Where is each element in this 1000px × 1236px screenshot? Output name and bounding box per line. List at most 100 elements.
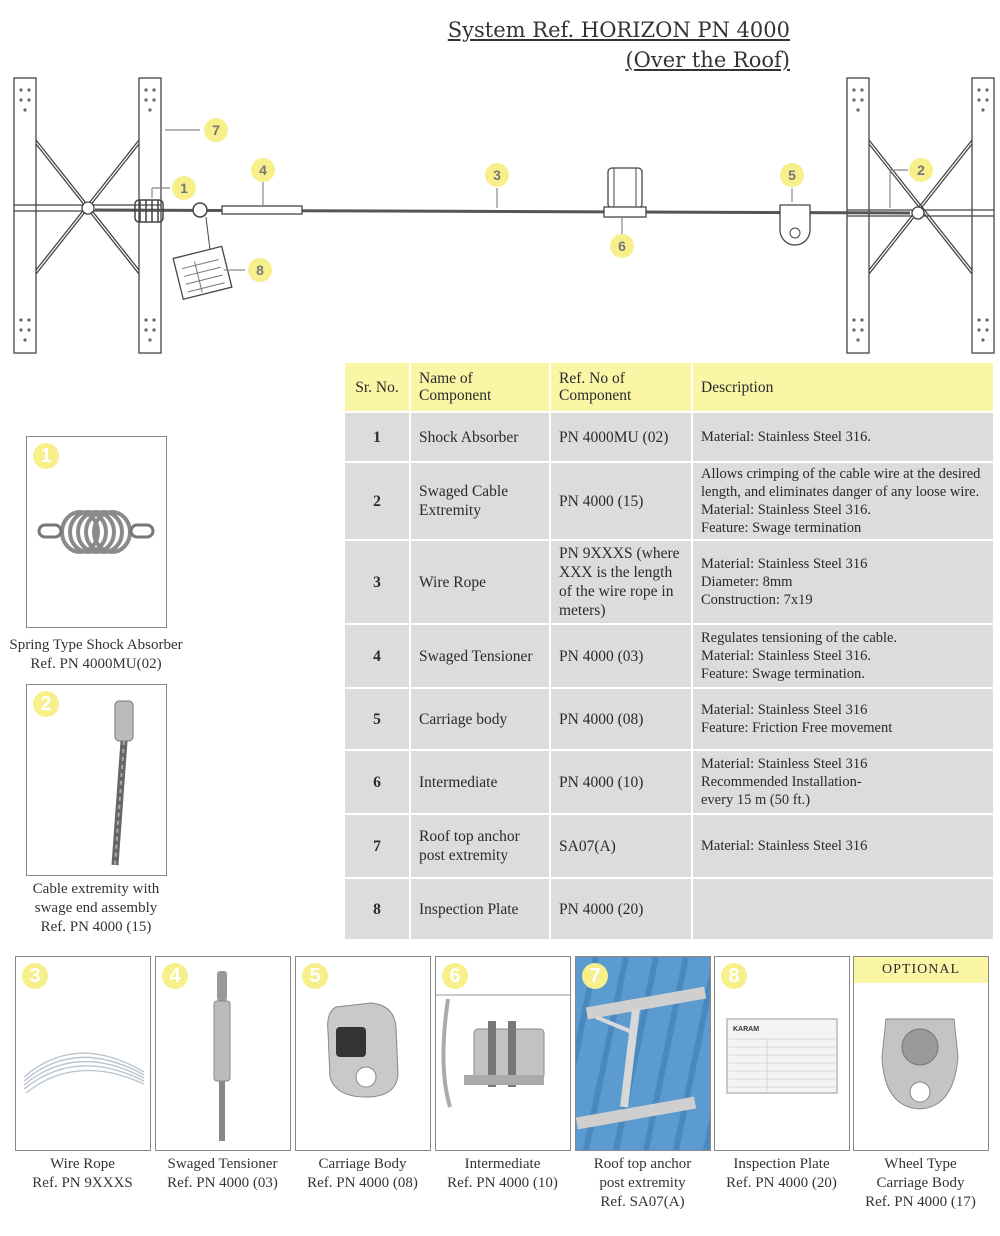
cell-ref: PN 9XXXS (where XXX is the length of the…	[551, 541, 691, 623]
callout-6: 6	[618, 238, 626, 254]
callout-4: 4	[259, 162, 267, 178]
callout-5: 5	[788, 167, 796, 183]
spring-image	[37, 510, 155, 554]
roof-anchor-image	[576, 957, 710, 1150]
cell-ref: PN 4000 (20)	[551, 879, 691, 939]
tensioner-image	[213, 971, 231, 1141]
callout-8: 8	[256, 262, 264, 278]
description-line: every 15 m (50 ft.)	[701, 792, 811, 808]
description-line: Material: Stainless Steel 316	[701, 756, 868, 772]
card-shock-absorber: 1	[26, 436, 167, 628]
caption-intermediate: Intermediate Ref. PN 4000 (10)	[447, 1156, 558, 1191]
card-wire-rope: 3	[15, 956, 151, 1151]
cell-name: Carriage body	[411, 689, 549, 749]
cell-sr-no: 1	[345, 413, 409, 461]
description-line: Material: Stainless Steel 316	[701, 838, 868, 854]
page-title: System Ref. HORIZON PN 4000	[447, 18, 790, 42]
cell-sr-no: 5	[345, 689, 409, 749]
description-line: Recommended Installation-	[701, 774, 862, 790]
cell-sr-no: 2	[345, 463, 409, 539]
card-cable-extremity: 2	[26, 684, 167, 876]
header-ref: Ref. No of Component	[551, 363, 691, 411]
description-line: Feature: Swage termination	[701, 520, 862, 536]
caption-carriage-body: Carriage Body Ref. PN 4000 (08)	[307, 1156, 418, 1191]
cell-sr-no: 4	[345, 625, 409, 687]
cable-extremity-image	[111, 700, 134, 866]
cell-sr-no: 3	[345, 541, 409, 623]
card-badge: 5	[302, 963, 328, 989]
system-diagram: 7 1 4 3 6 5 2 8	[13, 77, 995, 354]
carriage-body-image	[327, 1002, 399, 1098]
caption-inspection-plate: Inspection Plate Ref. PN 4000 (20)	[726, 1156, 837, 1191]
cell-ref: PN 4000 (03)	[551, 625, 691, 687]
cell-ref: SA07(A)	[551, 815, 691, 877]
cell-name: Roof top anchor post extremity	[411, 815, 549, 877]
cell-ref: PN 4000MU (02)	[551, 413, 691, 461]
description-line: Feature: Swage termination.	[701, 666, 865, 682]
callout-3: 3	[493, 167, 501, 183]
cell-name: Inspection Plate	[411, 879, 549, 939]
cell-description: Material: Stainless Steel 316.	[693, 413, 993, 461]
card-carriage-body: 5	[295, 956, 431, 1151]
callout-7: 7	[212, 122, 220, 138]
wire-rope-image	[23, 1052, 145, 1094]
wheel-carriage-image	[881, 1018, 959, 1110]
caption-wire-rope: Wire Rope Ref. PN 9XXXS	[32, 1156, 133, 1191]
description-line: Feature: Friction Free movement	[701, 720, 893, 736]
card-intermediate: 6	[435, 956, 571, 1151]
intermediate-image	[436, 994, 570, 1108]
callout-2: 2	[917, 162, 925, 178]
caption-shock-absorber: Spring Type Shock Absorber Ref. PN 4000M…	[9, 637, 183, 672]
cell-sr-no: 8	[345, 879, 409, 939]
page-subtitle: (Over the Roof)	[625, 48, 790, 72]
optional-label: OPTIONAL	[854, 957, 988, 983]
description-line: Allows crimping of the cable wire at the…	[701, 466, 981, 518]
description-line: Regulates tensioning of the cable.	[701, 630, 898, 646]
cell-sr-no: 7	[345, 815, 409, 877]
card-badge: 6	[442, 963, 468, 989]
card-swaged-tensioner: 4	[155, 956, 291, 1151]
component-table: Sr. No. Name of Component Ref. No of Com…	[343, 361, 995, 941]
cell-ref: PN 4000 (08)	[551, 689, 691, 749]
cell-name: Wire Rope	[411, 541, 549, 623]
card-badge: 7	[582, 963, 608, 989]
cell-name: Shock Absorber	[411, 413, 549, 461]
cell-ref: PN 4000 (15)	[551, 463, 691, 539]
cell-sr-no: 6	[345, 751, 409, 813]
cell-name: Intermediate	[411, 751, 549, 813]
caption-roof-anchor: Roof top anchor post extremity Ref. SA07…	[593, 1156, 692, 1210]
card-wheel-carriage: OPTIONAL	[853, 956, 989, 1151]
cell-description: Regulates tensioning of the cable. Materi…	[693, 625, 993, 687]
header-sr-no: Sr. No.	[345, 363, 409, 411]
cell-name: Swaged Cable Extremity	[411, 463, 549, 539]
description-line: Material: Stainless Steel 316.	[701, 429, 871, 445]
table-header-row: Sr. No. Name of Component Ref. No of Com…	[345, 363, 993, 411]
cell-description: Allows crimping of the cable wire at the…	[693, 463, 993, 539]
plate-brand: KARAM	[733, 1026, 759, 1033]
description-line: Diameter: 8mm	[701, 574, 793, 590]
caption-swaged-tensioner: Swaged Tensioner Ref. PN 4000 (03)	[167, 1156, 278, 1191]
cell-ref: PN 4000 (10)	[551, 751, 691, 813]
description-line: Material: Stainless Steel 316	[701, 556, 868, 572]
header-description: Description	[693, 363, 993, 411]
card-inspection-plate: 8 KARAM	[714, 956, 850, 1151]
card-badge: 1	[33, 443, 59, 469]
caption-wheel-carriage: Wheel Type Carriage Body Ref. PN 4000 (1…	[865, 1156, 976, 1210]
description-line: Material: Stainless Steel 316.	[701, 648, 871, 664]
card-roof-anchor: 7	[575, 956, 711, 1151]
cell-description: Material: Stainless Steel 316	[693, 815, 993, 877]
callout-1: 1	[180, 180, 188, 196]
description-line: Construction: 7x19	[701, 592, 813, 608]
caption-cable-extremity: Cable extremity with swage end assembly …	[32, 881, 160, 935]
inspection-plate-image: KARAM	[726, 1018, 838, 1094]
